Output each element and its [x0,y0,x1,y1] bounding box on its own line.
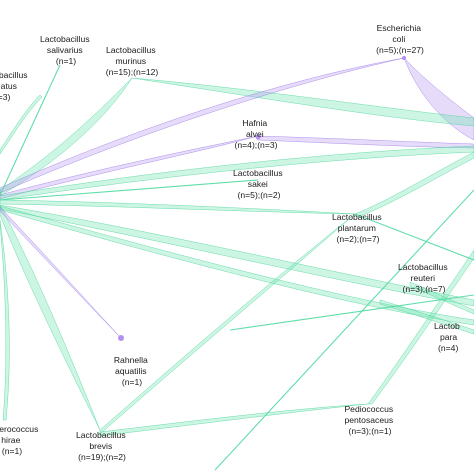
edge-hub-plantarum [0,199,356,215]
edge-hub-brevis [0,204,101,431]
label-pediococcus[interactable]: Pediococcus pentosaceus (n=3);(n=1) [344,404,395,436]
edges [0,57,474,471]
edge-ecoli-right [403,57,474,141]
label-lplantarum[interactable]: Lactobacillus plantarum (n=2);(n=7) [332,212,384,244]
edge-sakei [0,179,259,201]
edge-plantarum-right [354,151,474,218]
edge-hub-right [0,145,474,201]
label-lreuteri[interactable]: Lactobacillus reuteri (n=3);(n=7) [398,262,450,294]
edge-cross-2 [229,294,474,331]
edge-lpara-down [379,299,474,335]
edge-cross-1 [214,189,474,471]
edge-murinus-right [131,77,474,127]
node-labels: Lactobacillus salivarius (n=1) Lactobaci… [0,23,462,462]
node-dot-ecoli[interactable] [402,56,406,60]
node-markers [118,56,406,341]
edge-hub-murinus [0,77,133,197]
label-lbrevis[interactable]: Lactobacillus brevis (n=19);(n=2) [76,430,128,462]
edge-plantarum-reuteri [354,213,474,261]
label-hafnia[interactable]: Hafnia alvei (n=4);(n=3) [235,118,278,150]
edge-salivarius [0,64,61,196]
edge-hub-enterococcus [0,219,10,421]
label-lpara[interactable]: Lactob para (n=4) [434,321,462,353]
label-rahnella[interactable]: Rahnella aquatilis (n=1) [114,355,150,387]
edge-hub-lpara [0,205,474,326]
label-lcrispatus[interactable]: obacillus atus =3) [0,70,30,102]
label-enterococcus[interactable]: erococcus hirae (n=1) [0,424,41,456]
edge-reuteri-right [409,281,474,315]
label-lsakei[interactable]: Lactobacillus sakei (n=5);(n=2) [233,168,285,200]
node-dot-rahnella[interactable] [118,335,124,341]
label-lsalivarius[interactable]: Lactobacillus salivarius (n=1) [40,34,92,66]
edge-crispatus [0,94,43,155]
edge-hub-reuteri [0,204,474,307]
edge-brevis-pediococcus [99,403,369,437]
label-lmurinus[interactable]: Lactobacillus murinus (n=15);(n=12) [106,45,159,77]
edge-hafnia-right [257,135,474,149]
label-ecoli[interactable]: Escherichia coli (n=5);(n=27) [376,23,424,55]
node-dot-hafnia[interactable] [255,134,261,140]
edge-pediococcus-right [367,249,474,405]
